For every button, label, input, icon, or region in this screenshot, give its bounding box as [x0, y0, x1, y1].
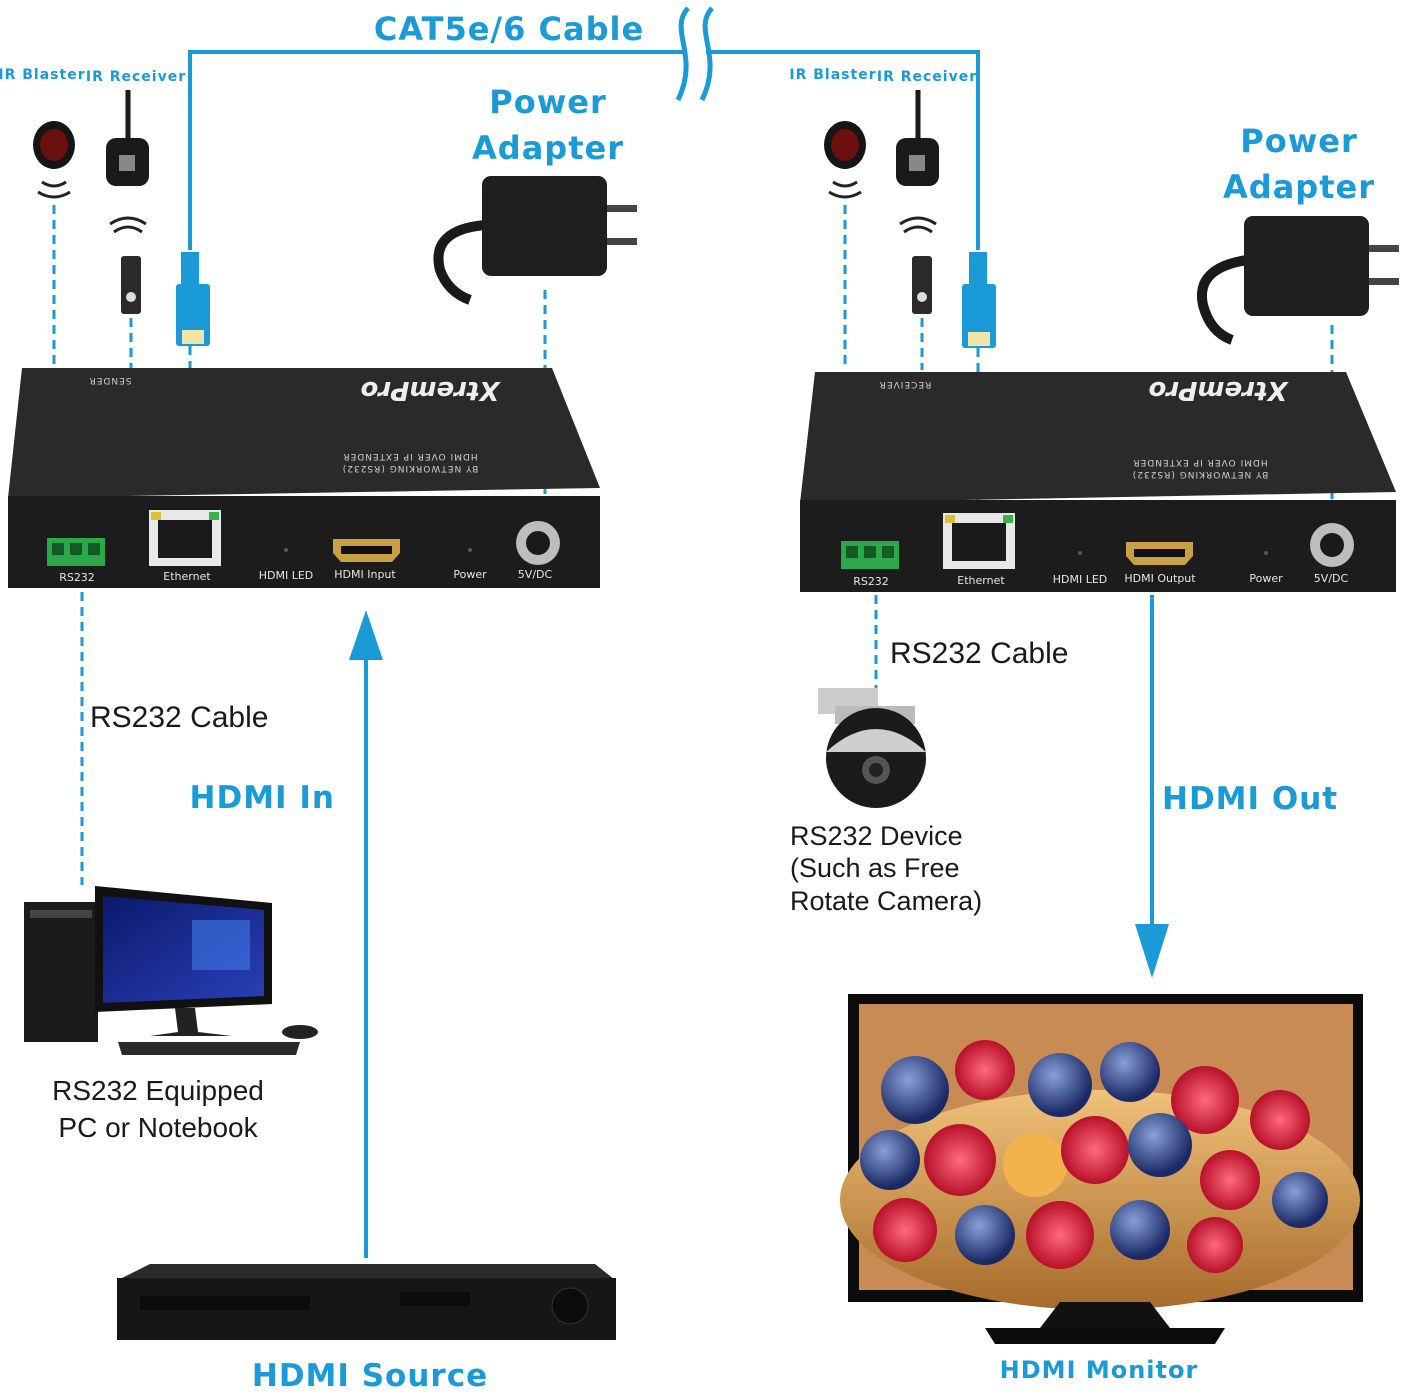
receiver-power-label-2: Adapter — [1223, 168, 1375, 206]
receiver-rs232-cable-label: RS232 Cable — [890, 637, 1068, 670]
hdmi-out-arrow-icon — [1135, 924, 1169, 978]
sender-power-label-1: Power — [489, 83, 606, 121]
pc-label-2: PC or Notebook — [58, 1112, 258, 1143]
receiver-ir-receiver-icon — [896, 90, 939, 370]
receiver-power-label-1: Power — [1240, 122, 1357, 160]
sender-ir-blaster-icon — [33, 121, 75, 368]
hdmi-monitor-label: HDMI Monitor — [1000, 1356, 1199, 1384]
hdmi-source-label: HDMI Source — [252, 1358, 488, 1390]
sender-power-label-2: Adapter — [472, 129, 624, 167]
pc-icon — [24, 886, 318, 1055]
receiver-port-hdmi-led: HDMI LED — [1053, 573, 1108, 586]
device-label-3: Rotate Camera) — [790, 886, 982, 916]
receiver-port-5vdc: 5V/DC — [1314, 572, 1349, 585]
fruit-image — [860, 1040, 1328, 1273]
sender-port-5vdc: 5V/DC — [518, 568, 553, 581]
receiver-model-line1: HDMI OVER IP EXTENDER — [1132, 457, 1267, 467]
receiver-section: IR Blaster IR Receiver Power Adapter — [789, 67, 1399, 1384]
receiver-ir-blaster-icon — [824, 121, 866, 370]
sender-device: XtremPro HDMI OVER IP EXTENDER BY NETWOR… — [8, 368, 600, 588]
camera-icon — [818, 688, 926, 808]
remote-icon — [121, 256, 141, 314]
sender-ir-receiver-icon — [106, 90, 149, 368]
sender-section: IR Blaster IR Receiver — [0, 67, 637, 1394]
sender-port-hdmi-led: HDMI LED — [259, 569, 314, 582]
cable-label: CAT5e/6 Cable — [374, 10, 644, 48]
hdmi-in-arrow-icon — [349, 610, 383, 660]
receiver-ir-blaster-label: IR Blaster — [789, 67, 876, 83]
device-label-1: RS232 Device — [790, 821, 963, 851]
sender-rs232-cable-label: RS232 Cable — [90, 701, 268, 734]
cable-break-icon — [675, 6, 690, 102]
receiver-brand-logo: XtremPro — [1149, 375, 1290, 405]
sender-brand-logo: XtremPro — [361, 375, 502, 405]
sender-port-hdmi-input: HDMI Input — [334, 568, 396, 581]
sender-model-line1: HDMI OVER IP EXTENDER — [342, 451, 477, 461]
hdmi-out-label: HDMI Out — [1162, 781, 1338, 817]
receiver-port-power: Power — [1249, 572, 1283, 585]
sender-port-rs232: RS232 — [59, 571, 95, 584]
pc-label-1: RS232 Equipped — [52, 1075, 264, 1106]
sender-model-line2: BY NETWORKING (RS232) — [342, 463, 478, 473]
remote-icon — [912, 256, 932, 314]
receiver-ir-receiver-label: IR Receiver — [877, 69, 977, 85]
hdmi-monitor-icon — [840, 994, 1363, 1344]
receiver-port-rs232: RS232 — [853, 575, 889, 588]
receiver-port-hdmi-output: HDMI Output — [1124, 572, 1196, 585]
sender-unit-type: SENDER — [88, 375, 131, 385]
receiver-model-line2: BY NETWORKING (RS232) — [1132, 469, 1268, 479]
hdmi-in-label: HDMI In — [190, 780, 335, 816]
hdmi-source-player-icon — [117, 1264, 616, 1340]
sender-ir-blaster-label: IR Blaster — [0, 67, 86, 83]
receiver-unit-type: RECEIVER — [879, 379, 932, 389]
receiver-device: XtremPro HDMI OVER IP EXTENDER BY NETWOR… — [800, 372, 1396, 592]
sender-ir-receiver-label: IR Receiver — [86, 69, 186, 85]
sender-port-ethernet: Ethernet — [163, 570, 211, 583]
sender-port-power: Power — [453, 568, 487, 581]
receiver-port-ethernet: Ethernet — [957, 574, 1005, 587]
cat-cable: CAT5e/6 Cable — [188, 6, 980, 250]
device-label-2: (Such as Free — [790, 853, 960, 883]
